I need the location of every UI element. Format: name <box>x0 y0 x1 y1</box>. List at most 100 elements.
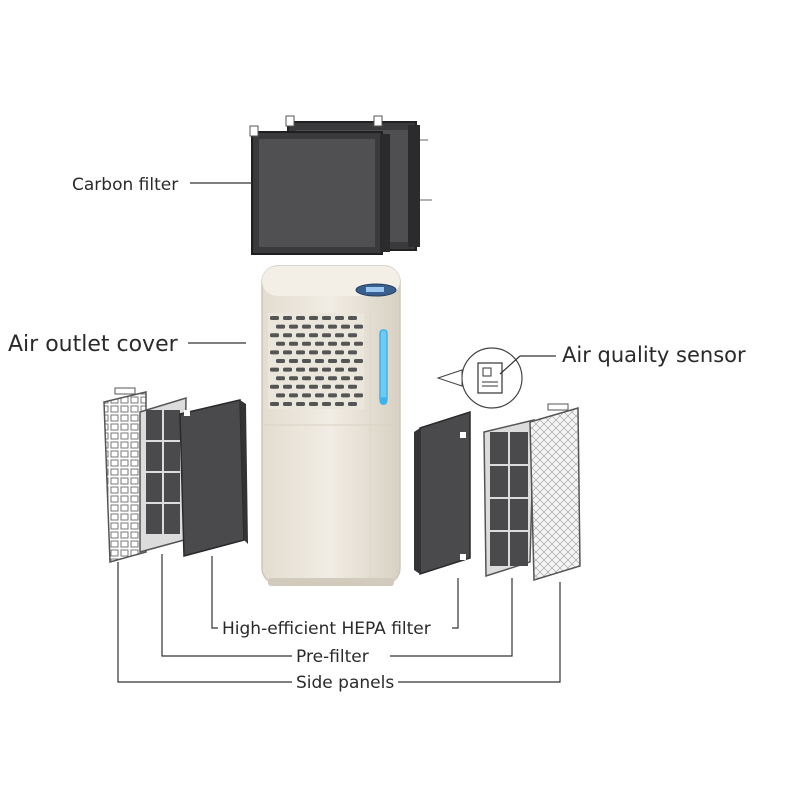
right-side-panel <box>529 403 581 582</box>
side-panels-leader-lines <box>117 562 561 683</box>
right-hepa-filter <box>414 410 471 576</box>
vent-slot <box>322 316 331 320</box>
vent-slot <box>302 324 311 329</box>
carbon-filter-label: Carbon filter <box>72 175 178 195</box>
vent-slot <box>270 333 279 338</box>
vent-slot <box>341 376 350 381</box>
vent-slot <box>309 402 318 406</box>
vent-slot <box>322 402 331 406</box>
vent-slot <box>328 341 337 346</box>
vent-slot <box>289 376 298 381</box>
vent-slot <box>309 333 318 338</box>
vent-slot <box>322 367 331 372</box>
vent-slot <box>322 333 331 338</box>
pre-filter-label: Pre-filter <box>296 647 369 667</box>
vent-slot <box>302 341 311 346</box>
air-outlet-vents <box>268 313 364 409</box>
air-outlet-cover-label: Air outlet cover <box>8 332 179 357</box>
vent-slot <box>341 341 350 346</box>
vent-slot <box>283 333 292 338</box>
vent-slot <box>348 402 357 406</box>
vent-slot <box>302 376 311 381</box>
vent-slot <box>348 333 357 338</box>
vent-slot <box>276 324 285 329</box>
vent-slot <box>283 367 292 372</box>
vent-slot <box>354 359 363 363</box>
vent-slot <box>354 324 363 329</box>
vent-slot <box>283 350 292 355</box>
vent-slot <box>296 384 305 389</box>
vent-slot <box>348 316 357 320</box>
vent-slot <box>276 376 285 381</box>
vent-slot <box>335 316 344 320</box>
vent-slot <box>335 367 344 372</box>
air-quality-sensor-leader <box>499 355 521 375</box>
carbon-filter-group: Carbon filter <box>72 115 432 255</box>
vent-slot <box>289 359 298 363</box>
vent-slot <box>354 341 363 346</box>
vent-slot <box>348 367 357 372</box>
vent-slot <box>270 316 279 320</box>
vent-slot <box>315 324 324 329</box>
vent-slot <box>348 350 357 355</box>
vent-slot <box>341 324 350 329</box>
air-quality-sensor-label: Air quality sensor <box>562 343 746 367</box>
vent-slot <box>270 367 279 372</box>
left-hepa-filter <box>179 399 248 557</box>
vent-slot <box>289 324 298 329</box>
vent-slot <box>315 376 324 381</box>
left-pre-filter <box>139 396 187 553</box>
vent-slot <box>276 393 285 398</box>
vent-slot <box>315 341 324 346</box>
vent-slot <box>296 367 305 372</box>
vent-slot <box>315 359 324 363</box>
side-panels-label: Side panels <box>296 673 394 693</box>
vent-slot <box>309 367 318 372</box>
vent-slot <box>335 384 344 389</box>
vent-slot <box>335 350 344 355</box>
carbon-filter-front <box>249 125 390 255</box>
vent-slot <box>322 384 331 389</box>
vent-slot <box>296 350 305 355</box>
vent-slot <box>270 384 279 389</box>
purifier-body <box>261 265 401 586</box>
vent-slot <box>341 359 350 363</box>
vent-slot <box>276 359 285 363</box>
vent-slot <box>322 350 331 355</box>
vent-slot <box>296 316 305 320</box>
vent-slot <box>270 402 279 406</box>
vent-slot <box>335 333 344 338</box>
pre-filter-leader-lines <box>161 554 513 657</box>
vent-slot <box>283 316 292 320</box>
vent-slot <box>309 316 318 320</box>
vent-slot <box>328 359 337 363</box>
vent-slot <box>309 350 318 355</box>
hepa-leader-lines <box>211 556 459 629</box>
vent-slot <box>296 333 305 338</box>
vent-slot <box>328 393 337 398</box>
vent-slot <box>341 393 350 398</box>
vent-slot <box>315 393 324 398</box>
led-indicator-strip <box>379 329 388 403</box>
right-pre-filter <box>483 419 535 578</box>
vent-slot <box>354 393 363 398</box>
vent-slot <box>328 324 337 329</box>
vent-slot <box>354 376 363 381</box>
vent-slot <box>302 359 311 363</box>
vent-slot <box>283 402 292 406</box>
vent-slot <box>276 341 285 346</box>
hepa-filter-label: High-efficient HEPA filter <box>222 619 431 639</box>
left-side-panel <box>103 387 147 563</box>
vent-slot <box>302 393 311 398</box>
vent-slot <box>335 402 344 406</box>
vent-slot <box>283 384 292 389</box>
vent-slot <box>289 393 298 398</box>
vent-slot <box>328 376 337 381</box>
vent-slot <box>309 384 318 389</box>
vent-slot <box>270 350 279 355</box>
vent-slot <box>289 341 298 346</box>
vent-slot <box>348 384 357 389</box>
vent-slot <box>296 402 305 406</box>
air-quality-sensor-group: Air quality sensor <box>436 343 746 409</box>
